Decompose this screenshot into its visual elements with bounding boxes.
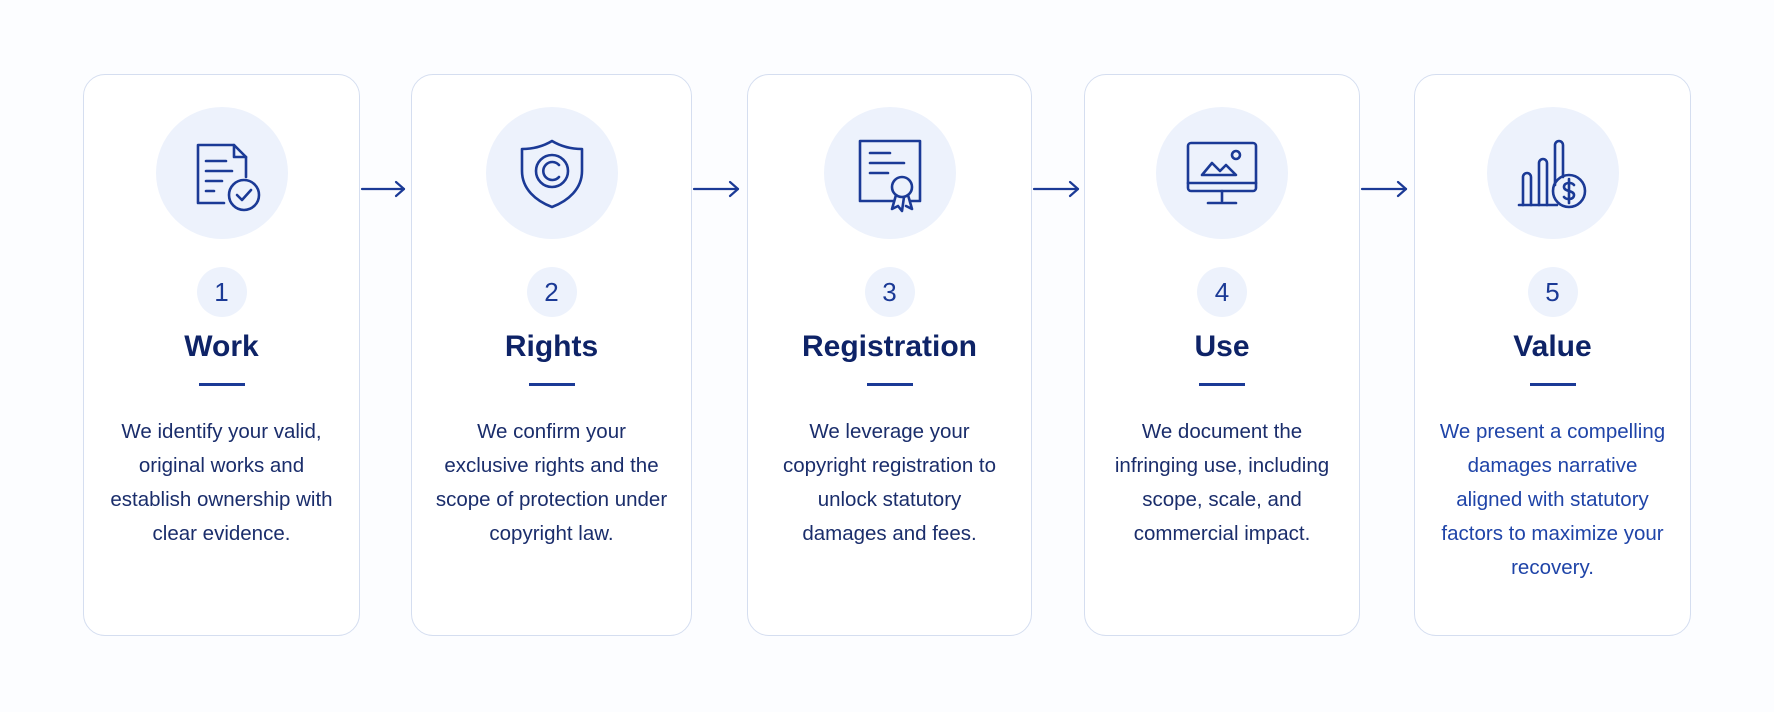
step-number: 1: [196, 267, 247, 317]
title-underline: [1529, 383, 1576, 386]
step-card-value: 5 Value We present a compelling damages …: [1414, 74, 1691, 636]
step-number: 4: [1197, 267, 1247, 317]
title-underline: [1199, 383, 1245, 386]
step-icon-container: [155, 107, 288, 239]
title-underline: [528, 383, 575, 386]
step-description: We document the infringing use, includin…: [1114, 420, 1330, 545]
copyright-shield-icon: [520, 139, 583, 209]
step-description: We identify your valid, original works a…: [110, 420, 333, 545]
arrow-right-icon: [1360, 180, 1408, 198]
step-icon-container: [1156, 107, 1288, 239]
step-card-use: 4 Use We document the infringing use, in…: [1084, 74, 1360, 636]
step-description: We leverage your copyright registration …: [782, 420, 997, 545]
step-description: We confirm your exclusive rights and the…: [435, 420, 668, 545]
title-underline: [198, 383, 245, 386]
chart-dollar-icon: [1517, 139, 1586, 209]
step-title: Value: [1513, 330, 1592, 363]
step-icon-container: [823, 107, 956, 239]
step-card-registration: 3 Registration We leverage your copyrigh…: [747, 74, 1032, 636]
step-number: 5: [1527, 267, 1578, 317]
title-underline: [866, 383, 913, 386]
step-card-rights: 2 Rights We confirm your exclusive right…: [411, 74, 692, 636]
document-check-icon: [196, 143, 260, 212]
step-icon-container: [485, 107, 618, 239]
certificate-icon: [858, 139, 921, 213]
step-title: Registration: [801, 330, 978, 363]
step-card-work: 1 Work We identify your valid, original …: [83, 74, 360, 636]
step-description: We present a compelling damages narrativ…: [1439, 420, 1666, 579]
monitor-image-icon: [1186, 141, 1258, 205]
arrow-right-icon: [692, 180, 740, 198]
arrow-right-icon: [1032, 180, 1080, 198]
arrow-right-icon: [360, 180, 406, 198]
step-icon-container: [1486, 107, 1619, 239]
step-title: Work: [184, 330, 259, 363]
step-title: Use: [1194, 330, 1250, 363]
step-number: 3: [864, 267, 915, 317]
step-number: 2: [526, 267, 577, 317]
step-title: Rights: [504, 330, 599, 363]
